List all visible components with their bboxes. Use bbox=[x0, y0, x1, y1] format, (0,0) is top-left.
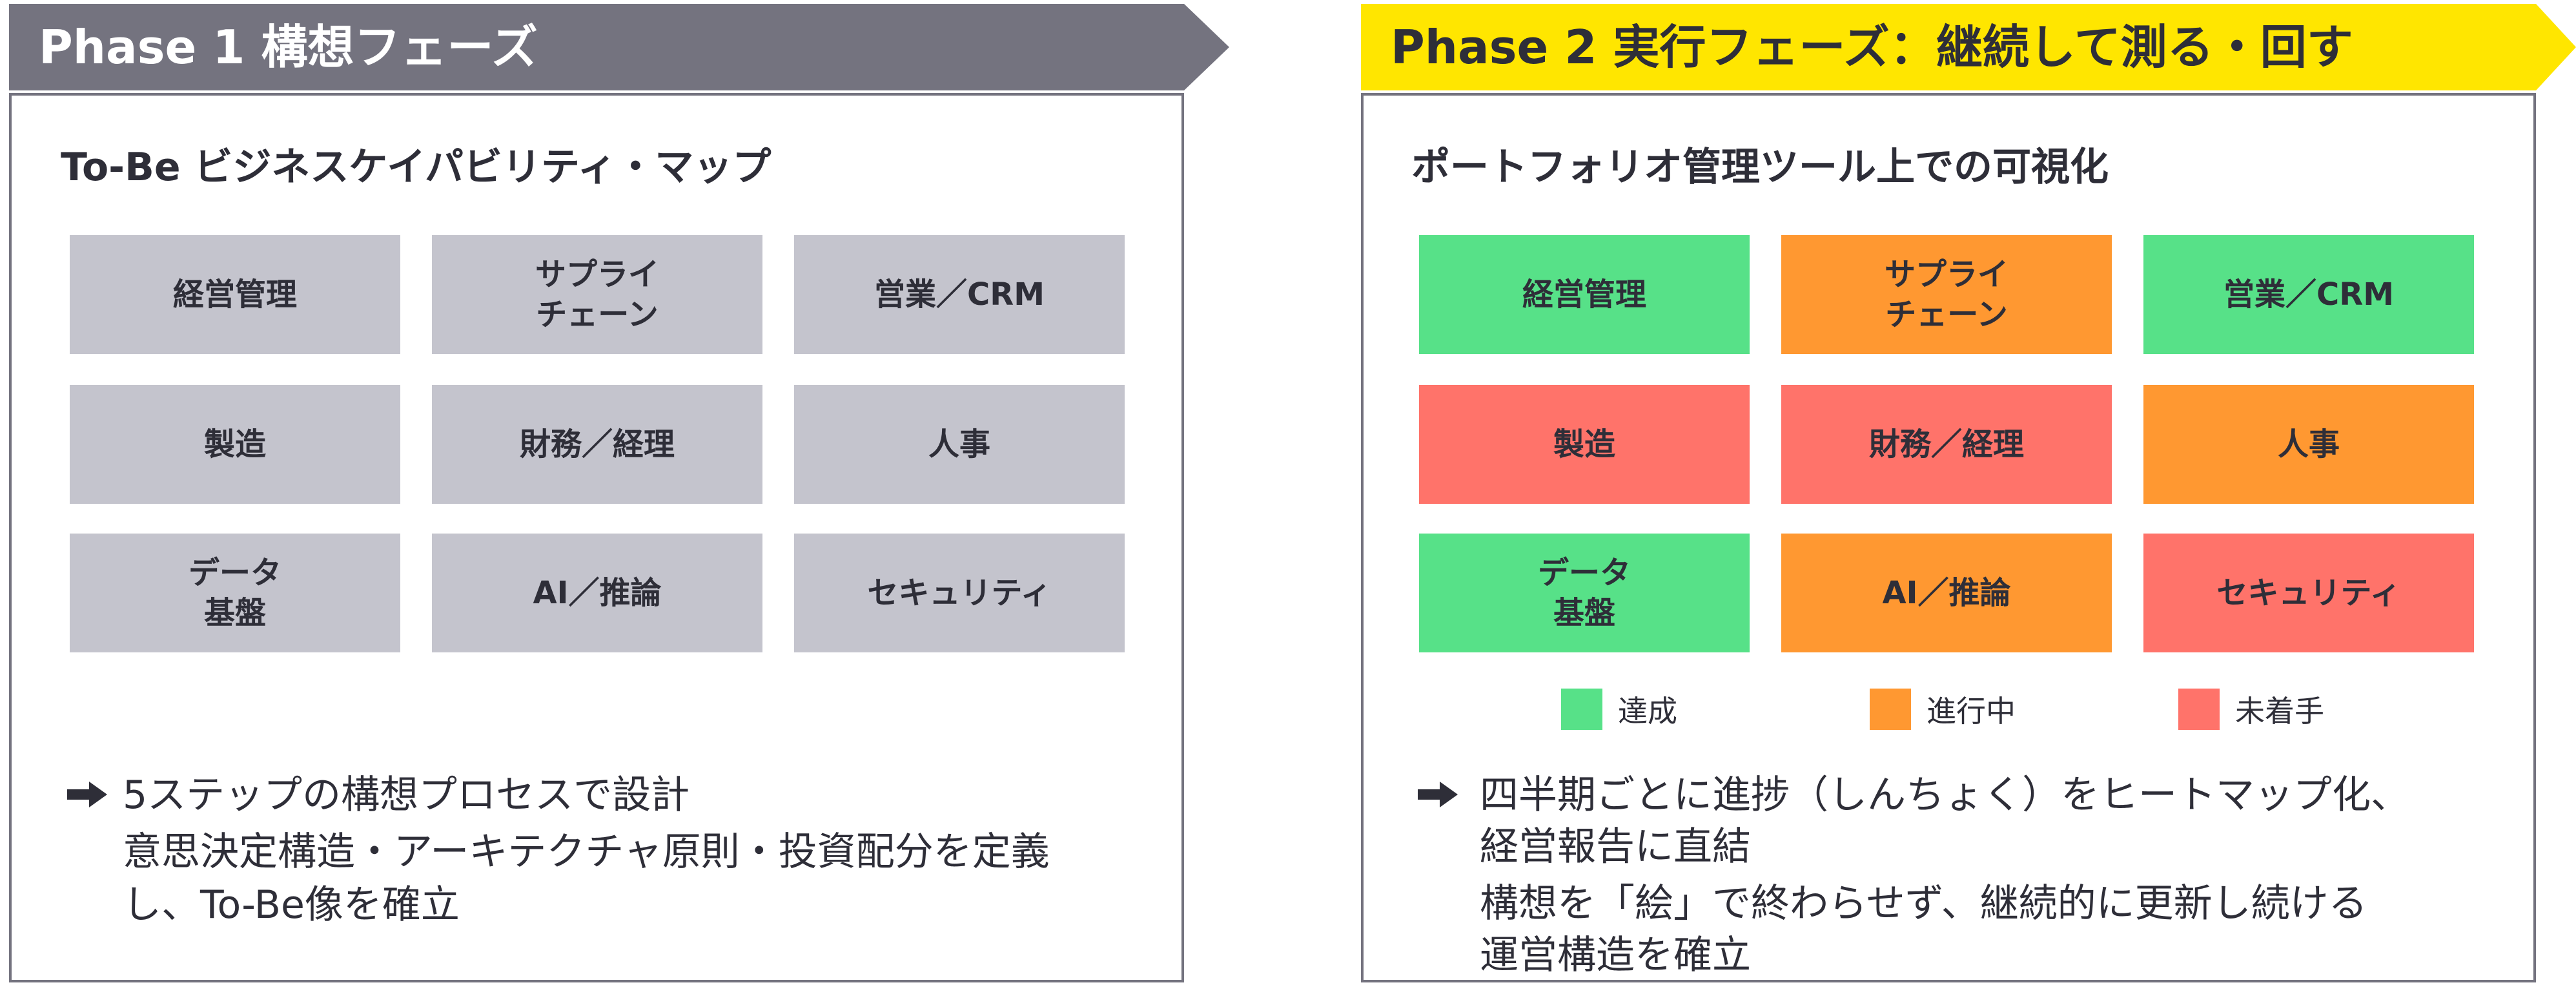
phase1-section-title: To-Be ビジネスケイパビリティ・マップ bbox=[61, 145, 772, 190]
phase1-capability-supply-chain: サプライ チェーン bbox=[432, 235, 762, 354]
legend-label-achieved: 達成 bbox=[1618, 694, 1677, 729]
legend-item-in-progress: 進行中 bbox=[1870, 688, 2016, 731]
phase2-capability-finance: 財務／経理 bbox=[1781, 385, 2112, 504]
phase1-capability-data-platform: データ 基盤 bbox=[70, 534, 400, 652]
phase1-capability-security: セキュリティ bbox=[794, 534, 1125, 652]
phase2-note-line-3: 構想を「絵」で終わらせず、継続的に更新し続ける bbox=[1480, 881, 2367, 926]
phase2-capability-data-platform: データ 基盤 bbox=[1419, 534, 1750, 652]
legend-swatch-achieved bbox=[1561, 689, 1602, 730]
phase1-banner: Phase 1 構想フェーズ bbox=[9, 4, 1229, 90]
phase2-capability-security: セキュリティ bbox=[2143, 534, 2474, 652]
phase2-banner: Phase 2 実行フェーズ：継続して測る・回す bbox=[1361, 4, 2576, 90]
legend-swatch-not-started bbox=[2178, 689, 2220, 730]
phase2-section-title: ポートフォリオ管理ツール上での可視化 bbox=[1411, 145, 2109, 190]
phase1-capability-ai: AI／推論 bbox=[432, 534, 762, 652]
right-arrow-icon bbox=[67, 782, 107, 807]
phase1-capability-hr: 人事 bbox=[794, 385, 1125, 504]
phase2-capability-management: 経営管理 bbox=[1419, 235, 1750, 354]
phase2-banner-shape bbox=[1361, 4, 2576, 90]
phase1-capability-finance: 財務／経理 bbox=[432, 385, 762, 504]
phase1-note-line-1: 5ステップの構想プロセスで設計 bbox=[123, 773, 690, 818]
phase2-capability-supply-chain: サプライ チェーン bbox=[1781, 235, 2112, 354]
phase1-note-line-2: 意思決定構造・アーキテクチャ原則・投資配分を定義 bbox=[123, 829, 1050, 875]
phase2-capability-hr: 人事 bbox=[2143, 385, 2474, 504]
legend-label-in-progress: 進行中 bbox=[1927, 694, 2016, 729]
phase2-note-line-2: 経営報告に直結 bbox=[1480, 824, 1751, 869]
phase1-banner-title: Phase 1 構想フェーズ bbox=[39, 20, 538, 74]
phase1-capability-sales-crm: 営業／CRM bbox=[794, 235, 1125, 354]
legend-item-achieved: 達成 bbox=[1561, 688, 1677, 731]
phase1-banner-shape bbox=[9, 4, 1229, 90]
phase2-capability-sales-crm: 営業／CRM bbox=[2143, 235, 2474, 354]
phase2-banner-title: Phase 2 実行フェーズ：継続して測る・回す bbox=[1391, 20, 2353, 74]
phase1-capability-management: 経営管理 bbox=[70, 235, 400, 354]
legend-label-not-started: 未着手 bbox=[2235, 694, 2324, 729]
phase2-capability-ai: AI／推論 bbox=[1781, 534, 2112, 652]
phase2-note-line-1: 四半期ごとに進捗（しんちょく）をヒートマップ化、 bbox=[1480, 773, 2409, 818]
phase1-capability-manufacturing: 製造 bbox=[70, 385, 400, 504]
legend-item-not-started: 未着手 bbox=[2178, 688, 2324, 731]
legend-swatch-in-progress bbox=[1870, 689, 1911, 730]
phase2-note-line-4: 運営構造を確立 bbox=[1480, 933, 1751, 978]
right-arrow-icon bbox=[1418, 782, 1458, 807]
phase1-note-line-3: し、To-Be像を確立 bbox=[123, 882, 460, 928]
phase2-capability-manufacturing: 製造 bbox=[1419, 385, 1750, 504]
